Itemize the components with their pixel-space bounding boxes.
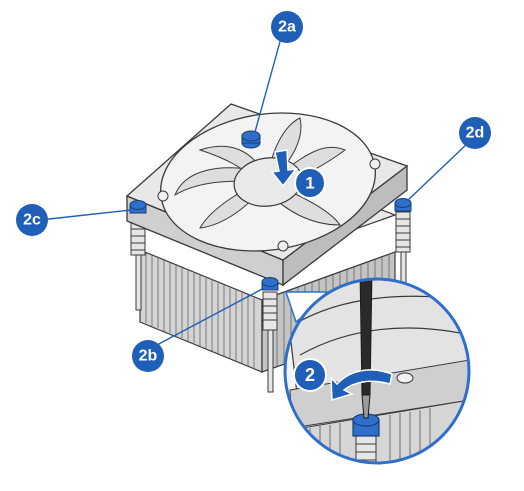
step-1-label: 1 xyxy=(305,174,314,193)
step-2-label: 2 xyxy=(305,365,315,385)
step-2-badge: 2 xyxy=(293,358,327,392)
callout-2a: 2a xyxy=(271,11,303,43)
screw-2c xyxy=(129,200,147,214)
push-down-arrow-icon xyxy=(270,149,298,188)
rotate-arrow-icon xyxy=(330,369,393,401)
callout-leader-lines xyxy=(39,37,469,347)
callout-2c-label: 2c xyxy=(23,212,41,229)
fan-screw-holes xyxy=(157,158,381,252)
mounting-post-front xyxy=(262,291,278,393)
callout-2c: 2c xyxy=(16,204,48,236)
callout-2b: 2b xyxy=(132,340,164,372)
callout-2a-label: 2a xyxy=(278,19,296,36)
screw-2a xyxy=(241,130,261,149)
screw-2b xyxy=(261,277,279,291)
callout-2d-label: 2d xyxy=(466,125,485,142)
callout-2b-label: 2b xyxy=(139,348,158,365)
callout-2d: 2d xyxy=(459,117,491,149)
step-1-badge: 1 xyxy=(294,167,326,199)
